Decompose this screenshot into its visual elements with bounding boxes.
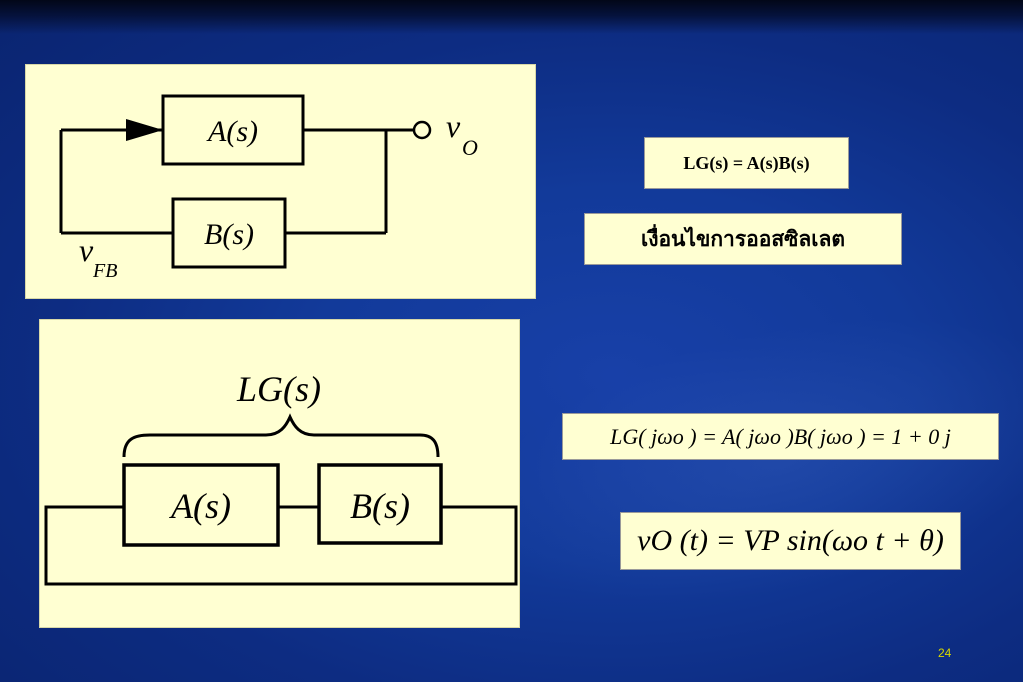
block-a bbox=[161, 94, 305, 166]
block-b-label: B(s) bbox=[204, 218, 254, 251]
loop-gain-formula: LG(s) = A(s)B(s) bbox=[683, 152, 810, 173]
output-terminal bbox=[412, 120, 432, 140]
feedback-variable: v bbox=[79, 232, 94, 268]
loop-gain-diagram: LG(s) A(s) B(s) bbox=[44, 369, 518, 586]
loop-gain-label: LG(s) bbox=[236, 369, 321, 409]
top-band bbox=[0, 0, 1023, 34]
feedback-diagram-panel: A(s) B(s) v O v FB bbox=[25, 64, 536, 299]
oscillation-condition-box: เงื่อนไขการออสซิลเลต bbox=[584, 213, 902, 265]
output-variable: v bbox=[446, 108, 461, 144]
barkhausen-equation-box: LG( jωo ) = A( jωo )B( jωo ) = 1 + 0 j bbox=[562, 413, 999, 460]
output-subscript: O bbox=[462, 135, 478, 160]
loop-block-a bbox=[122, 463, 280, 547]
oscillation-condition-text: เงื่อนไขการออสซิลเลต bbox=[641, 226, 845, 251]
background-swoosh bbox=[449, 268, 1023, 652]
loop-gain-formula-box: LG(s) = A(s)B(s) bbox=[644, 137, 849, 189]
loop-gain-diagram-panel: LG(s) A(s) B(s) bbox=[39, 319, 520, 628]
output-equation: vO (t) = VP sin(ωo t + θ) bbox=[637, 524, 944, 557]
loop-wire bbox=[44, 505, 518, 586]
feedback-subscript: FB bbox=[92, 260, 117, 282]
block-b bbox=[171, 197, 287, 269]
loop-block-b-label: B(s) bbox=[350, 486, 410, 526]
loop-block-a-label: A(s) bbox=[169, 486, 231, 526]
loop-block-b bbox=[317, 463, 443, 545]
output-equation-box: vO (t) = VP sin(ωo t + θ) bbox=[620, 512, 961, 570]
barkhausen-equation: LG( jωo ) = A( jωo )B( jωo ) = 1 + 0 j bbox=[610, 423, 951, 449]
block-a-label: A(s) bbox=[206, 115, 258, 148]
feedback-diagram: A(s) B(s) v O v FB bbox=[59, 94, 478, 282]
forward-arrow bbox=[126, 119, 163, 141]
loop-gain-brace bbox=[122, 413, 440, 458]
page-number: 24 bbox=[938, 646, 952, 660]
